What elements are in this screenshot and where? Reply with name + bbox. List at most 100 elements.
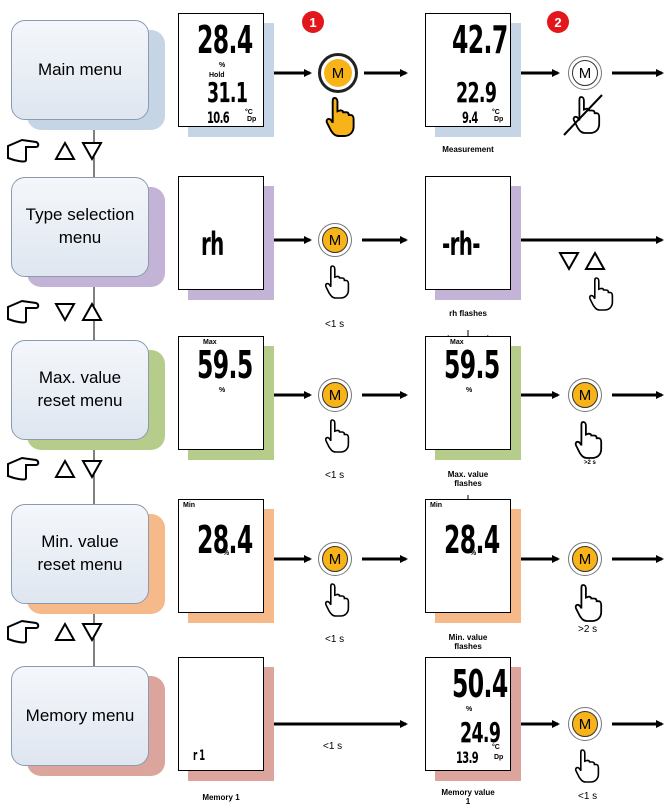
lcd-unit-mid: °C (492, 744, 500, 751)
m-button-outline[interactable]: M (568, 56, 602, 90)
menu-label: Memory menu (26, 705, 135, 728)
menu-box-3[interactable]: Max. value reset menu (11, 340, 149, 440)
caption-line: Memory value (441, 788, 495, 797)
menu-label-line: menu (58, 228, 102, 247)
m-button-main-strong[interactable]: M (318, 53, 358, 93)
caption-line: Max. value (447, 470, 489, 479)
lcd-main-value: 59.5 (197, 343, 253, 387)
lcd-bottom-value: 13.9 (456, 748, 479, 767)
menu-box-1[interactable]: Main menu (11, 20, 149, 120)
press-label-row4: <1 s (325, 634, 345, 645)
lcd-bottom-value: 10.6 (207, 108, 230, 127)
menu-box-5[interactable]: Memory menu (11, 666, 149, 766)
m-button-label: M (324, 59, 352, 87)
menu-label-line: Type selection (25, 205, 135, 225)
menu-label-line: Main menu (37, 59, 123, 79)
caption-measurement: Measurement (418, 145, 518, 154)
lcd-unit: % (219, 387, 226, 394)
triangle-up-icon (584, 250, 606, 270)
lcd-top-value: 50.4 (452, 662, 508, 706)
m-button-row4-hold[interactable]: M (568, 542, 602, 576)
menu-label: Max. value reset menu (37, 367, 122, 413)
m-button-label: M (572, 711, 598, 737)
hand-press-icon (574, 749, 600, 783)
lcd-label: Max (203, 339, 217, 346)
triangle-up-icon (54, 458, 76, 478)
lcd-main-value: r 1 (193, 748, 205, 764)
m-button-label: M (572, 382, 598, 408)
hand-hold-icon (574, 421, 603, 459)
press-label-row2: <1 s (325, 319, 345, 330)
lcd-unit-mid: °C (245, 109, 253, 116)
m-button-label: M (572, 60, 598, 86)
lcd-dp: Dp (247, 116, 257, 123)
lcd-top-value: 42.7 (452, 18, 508, 62)
caption-line: flashes (454, 642, 482, 651)
m-button-row5[interactable]: M (568, 707, 602, 741)
press-label-row5-hold: <1 s (578, 791, 598, 802)
m-button-row2[interactable]: M (318, 223, 352, 257)
caption-line: flashes (454, 479, 482, 488)
lcd-unit: % (470, 550, 477, 557)
m-button-row3[interactable]: M (318, 378, 352, 412)
hand-press-icon (324, 419, 350, 453)
m-button-row3-hold[interactable]: M (568, 378, 602, 412)
lcd-unit: % (466, 387, 473, 394)
press-label-row5: <1 s (323, 741, 343, 752)
menu-label-line: reset menu (37, 391, 123, 410)
m-button-label: M (322, 382, 348, 408)
triangle-down-icon (81, 142, 103, 162)
lcd-top-value: 28.4 (197, 18, 253, 62)
m-button-label: M (322, 546, 348, 572)
press-label-row3-hold: >2 s (584, 460, 596, 466)
lcd-main-value: rh (201, 225, 224, 263)
lcd-main-value: 28.4 (444, 518, 500, 562)
hand-hold-icon (574, 584, 603, 622)
pointing-hand-icon (7, 619, 40, 644)
triangle-down-icon (81, 460, 103, 480)
caption-line: rh flashes (449, 309, 487, 318)
menu-label-line: Memory menu (25, 705, 135, 725)
strike-icon (563, 94, 603, 136)
pointing-hand-icon (7, 138, 40, 163)
m-button-label: M (572, 546, 598, 572)
menu-box-2[interactable]: Type selection menu (11, 177, 149, 277)
hand-press-icon (324, 265, 350, 299)
caption-line: Min. value (448, 633, 488, 642)
lcd-unit-mid: °C (492, 109, 500, 116)
menu-label-line: Max. value (38, 368, 122, 388)
lcd-mid-value: 22.9 (456, 76, 497, 109)
triangle-down-icon (558, 252, 580, 272)
menu-label: Main menu (38, 59, 122, 82)
m-button-row4[interactable]: M (318, 542, 352, 576)
press-label-row3: <1 s (325, 470, 345, 481)
m-button-label: M (322, 227, 348, 253)
lcd-mid-value: 24.9 (460, 716, 501, 749)
caption-line: Measurement (442, 145, 494, 154)
triangle-down-icon (81, 623, 103, 643)
display-memory: r 1 (178, 657, 264, 771)
step-badge-1: 1 (302, 11, 324, 33)
caption-line: 1 (465, 797, 471, 806)
triangle-up-icon (81, 301, 103, 321)
lcd-dp: Dp (494, 754, 504, 761)
hand-press-icon (588, 277, 614, 311)
lcd-label: Max (450, 339, 464, 346)
step-badge-2: 2 (547, 11, 569, 33)
lcd-label: Min (183, 502, 196, 509)
lcd-unit-top: % (219, 62, 226, 69)
hand-press-icon (325, 97, 355, 137)
hand-press-icon (324, 583, 350, 617)
pointing-hand-icon (7, 456, 40, 481)
